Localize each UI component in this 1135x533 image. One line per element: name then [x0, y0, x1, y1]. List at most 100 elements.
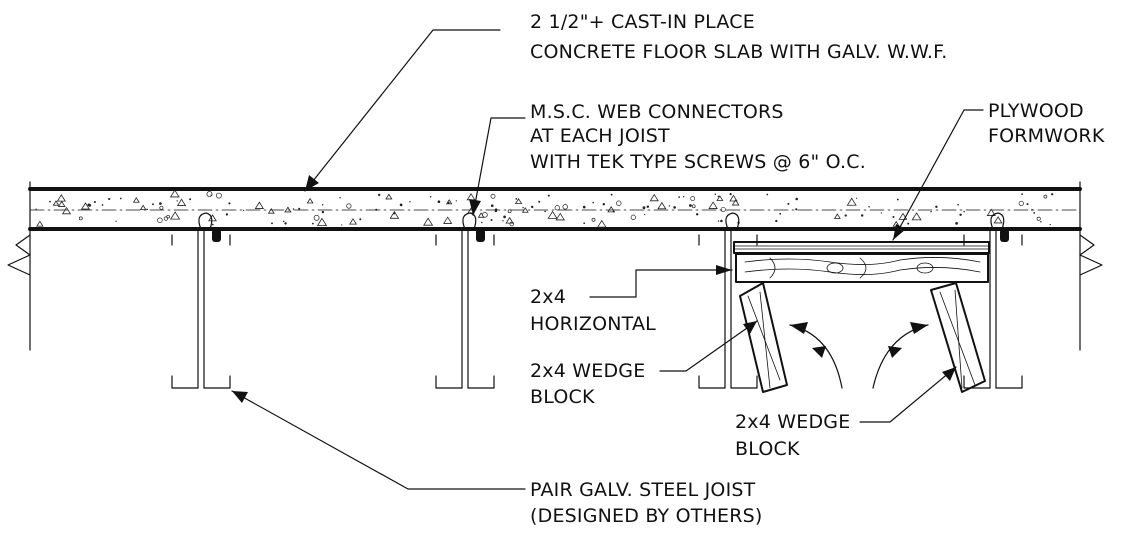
aggregate-speck	[708, 201, 718, 209]
aggregate-speck	[507, 209, 512, 214]
aggregate-speck	[339, 197, 341, 199]
aggregate-speck	[963, 210, 965, 213]
aggregate-speck	[530, 205, 534, 209]
concrete-aggregate	[35, 189, 1054, 228]
aggregate-speck	[385, 193, 393, 200]
aggregate-speck	[389, 210, 400, 219]
aggregate-speck	[169, 211, 181, 220]
aggregate-speck	[157, 217, 163, 223]
aggregate-speck	[644, 213, 646, 216]
aggregate-speck	[341, 224, 343, 226]
aggregate-speck	[630, 214, 636, 220]
aggregate-speck	[935, 205, 938, 209]
plywood-label: PLYWOOD FORMWORK	[988, 100, 1105, 147]
aggregate-speck	[1026, 203, 1029, 206]
aggregate-speck	[582, 205, 586, 209]
aggregate-speck	[695, 213, 699, 216]
wedge-left-label: 2x4 WEDGE BLOCK	[530, 360, 652, 408]
aggregate-speck	[56, 194, 66, 202]
aggregate-speck	[1036, 216, 1041, 221]
leader-joist	[231, 390, 526, 490]
aggregate-speck	[169, 189, 180, 198]
aggregate-speck	[36, 220, 44, 227]
aggregate-speck	[720, 206, 726, 213]
aggregate-speck	[678, 196, 680, 198]
aggregate-speck	[907, 222, 910, 225]
aggregate-speck	[544, 210, 546, 213]
aggregate-speck	[189, 198, 192, 201]
aggregate-speck	[795, 197, 798, 201]
aggregate-speck	[346, 203, 352, 209]
aggregate-speck	[880, 212, 883, 214]
aggregate-speck	[101, 204, 104, 206]
aggregate-speck	[646, 205, 650, 208]
aggregate-speck	[547, 210, 558, 219]
break-line-left	[7, 181, 31, 351]
aggregate-speck	[657, 201, 667, 210]
aggregate-speck	[267, 208, 275, 214]
aggregate-speck	[779, 212, 782, 215]
aggregate-speck	[359, 218, 362, 221]
wedge-right-label: 2x4 WEDGE BLOCK	[735, 411, 857, 460]
aggregate-speck	[409, 201, 411, 203]
aggregate-speck	[225, 213, 229, 216]
aggregate-speck	[766, 193, 769, 196]
aggregate-speck	[477, 212, 485, 218]
aggregate-speck	[228, 202, 231, 205]
leader-wedge-left	[659, 320, 758, 372]
aggregate-speck	[502, 220, 504, 222]
steel-joist-2	[435, 212, 495, 389]
aggregate-speck	[490, 193, 496, 199]
leader-wedge-right	[859, 366, 957, 423]
aggregate-speck	[163, 216, 168, 221]
slab-label: 2 1/2"+ CAST-IN PLACE CONCRETE FLOOR SLA…	[530, 11, 947, 63]
aggregate-speck	[775, 219, 778, 223]
aggregate-speck	[1040, 220, 1042, 223]
aggregate-speck	[254, 201, 265, 209]
aggregate-speck	[1021, 193, 1023, 195]
aggregate-speck	[429, 196, 432, 198]
aggregate-speck	[522, 206, 524, 209]
aggregate-speck	[596, 219, 607, 228]
horizontal-label: 2x4 HORIZONTAL	[530, 286, 656, 335]
aggregate-speck	[378, 193, 381, 197]
aggregate-speck	[61, 206, 72, 215]
aggregate-speck	[292, 208, 295, 210]
concrete-slab	[28, 187, 1082, 231]
aggregate-speck	[1033, 212, 1036, 214]
break-line-right	[1079, 181, 1103, 351]
aggregate-speck	[423, 217, 434, 226]
aggregate-speck	[515, 198, 518, 200]
aggregate-speck	[955, 222, 958, 225]
aggregate-speck	[861, 214, 864, 217]
aggregate-speck	[445, 199, 453, 205]
plywood-formwork	[733, 241, 990, 254]
aggregate-speck	[509, 221, 515, 227]
aggregate-speck	[313, 214, 320, 221]
aggregate-speck	[243, 209, 245, 212]
aggregate-speck	[494, 209, 498, 213]
aggregate-speck	[683, 196, 685, 198]
leader-connectors	[469, 117, 526, 216]
aggregate-speck	[729, 193, 732, 196]
aggregate-speck	[503, 215, 506, 219]
aggregate-speck	[602, 202, 606, 206]
aggregate-speck	[212, 223, 214, 226]
aggregate-speck	[282, 220, 285, 223]
aggregate-speck	[321, 210, 325, 214]
aggregate-speck	[146, 208, 148, 211]
aggregate-speck	[514, 198, 523, 204]
aggregate-speck	[93, 200, 96, 204]
aggregate-speck	[717, 220, 720, 222]
aggregate-speck	[844, 214, 847, 217]
aggregate-speck	[795, 208, 798, 211]
aggregate-speck	[607, 206, 616, 213]
aggregate-speck	[833, 213, 841, 219]
aggregate-speck	[215, 192, 222, 199]
aggregate-speck	[554, 205, 560, 211]
aggregate-speck	[1018, 200, 1024, 206]
aggregate-speck	[35, 208, 37, 210]
aggregate-speck	[717, 195, 720, 198]
aggregate-speck	[443, 216, 453, 224]
